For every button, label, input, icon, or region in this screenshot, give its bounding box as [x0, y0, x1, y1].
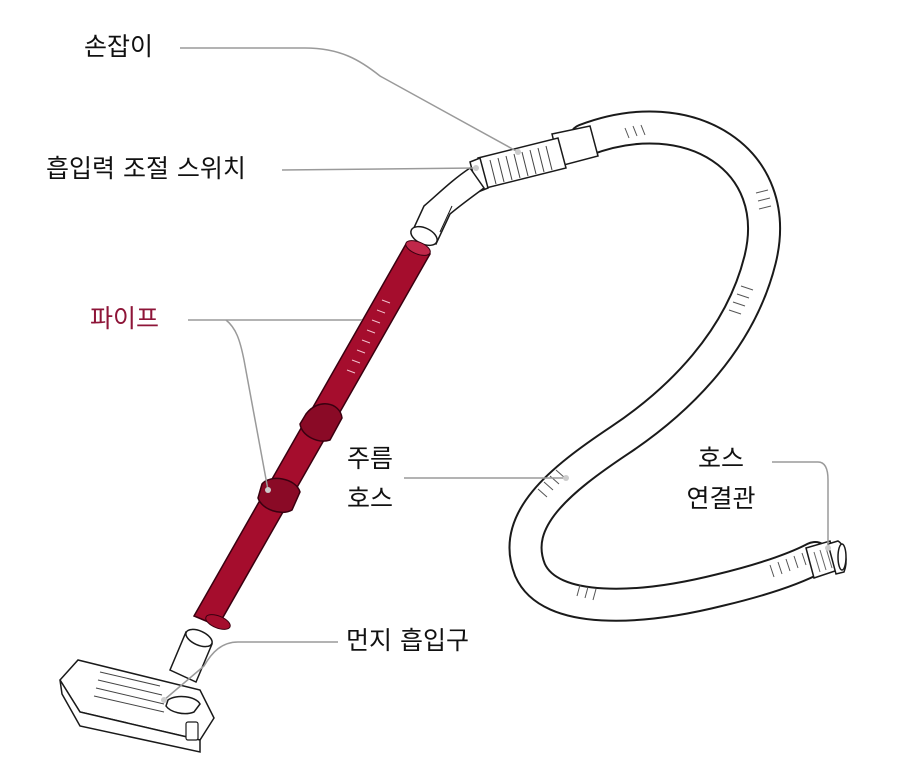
label-pipe: 파이프: [90, 304, 160, 333]
label-hose-line2: 호스: [346, 484, 393, 513]
hose-connector: [805, 540, 847, 579]
floor-nozzle: [59, 628, 215, 753]
label-connector-line1: 호스: [697, 444, 744, 473]
label-suction-switch: 흡입력 조절 스위치: [46, 154, 246, 183]
label-nozzle: 먼지 흡입구: [346, 626, 469, 655]
label-hose-line1: 주름: [346, 444, 393, 473]
label-connector-line2: 연결관: [686, 484, 756, 513]
leader-connector: [772, 461, 829, 548]
leader-pipe-bottom: [225, 319, 269, 491]
handle: [410, 125, 599, 247]
leader-handle: [180, 47, 519, 153]
leader-suction-switch: [281, 167, 477, 171]
leader-nozzle: [163, 641, 338, 701]
leader-lines: [161, 47, 831, 703]
label-handle: 손잡이: [84, 32, 154, 61]
corrugated-hose: [508, 110, 832, 622]
pipe: [192, 240, 432, 630]
